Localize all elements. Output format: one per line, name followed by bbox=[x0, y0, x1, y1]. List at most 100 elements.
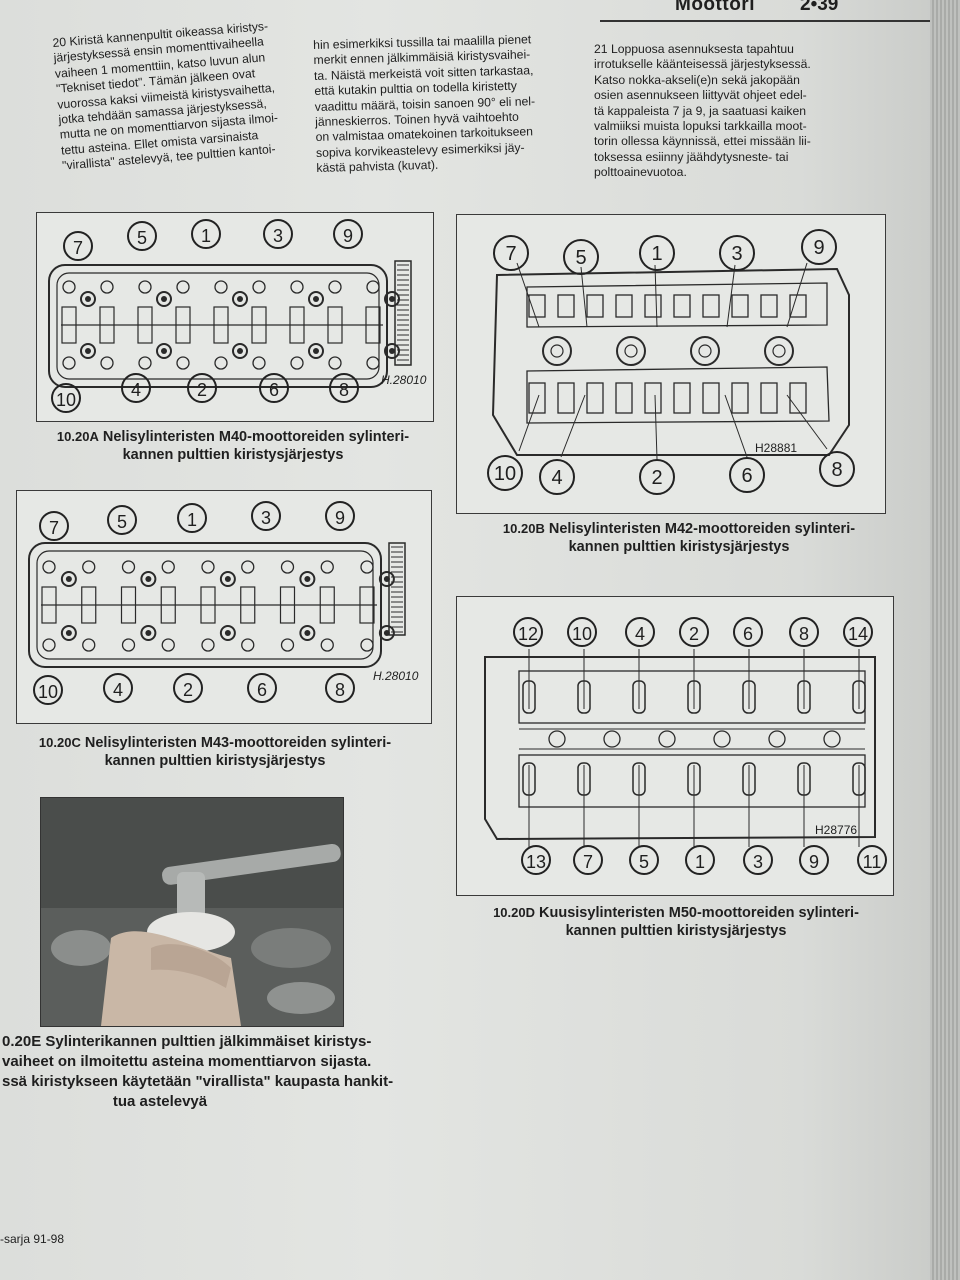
head-bolt bbox=[742, 680, 756, 714]
page-header: Moottori 2•39 bbox=[600, 0, 930, 22]
bolt-number: 2 bbox=[679, 617, 709, 647]
spark-plug-well bbox=[542, 336, 572, 366]
bolt-hole bbox=[252, 280, 266, 294]
cam-bearing bbox=[200, 586, 216, 624]
head-bolt bbox=[156, 291, 172, 307]
bolt-number: 8 bbox=[325, 673, 355, 703]
bolt-number: 9 bbox=[799, 845, 829, 875]
cam-lobe bbox=[673, 294, 691, 318]
cam-bearing bbox=[41, 586, 57, 624]
head-bolt-center bbox=[304, 630, 311, 636]
bolt-hole bbox=[201, 560, 215, 574]
cam-lobe bbox=[731, 382, 749, 414]
bolt-hole bbox=[214, 280, 228, 294]
head-bolt bbox=[687, 680, 701, 714]
bolt-hole bbox=[280, 638, 295, 652]
bolt-number: 7 bbox=[39, 511, 69, 541]
bolt-number: 5 bbox=[563, 239, 599, 275]
head-bolt bbox=[60, 571, 77, 587]
bolt-number: 12 bbox=[513, 617, 543, 647]
bolt-hole bbox=[121, 560, 136, 574]
bolt-number: 4 bbox=[103, 673, 133, 703]
text-line: torin ollessa käynnissä, ettei missään l… bbox=[594, 134, 811, 149]
head-bolt-center bbox=[313, 348, 319, 354]
cam-lobe bbox=[528, 294, 546, 318]
cam-bearing bbox=[240, 586, 256, 624]
bolt-number: 5 bbox=[127, 221, 157, 251]
page-footer: -sarja 91-98 bbox=[0, 1232, 65, 1246]
cam-lobe bbox=[760, 294, 778, 318]
cam-lobe bbox=[528, 382, 546, 414]
text-line: tä kappaleista 7 ja 9, ja saatuasi kaike… bbox=[594, 103, 807, 118]
bolt-hole bbox=[214, 356, 228, 370]
head-bolt bbox=[308, 343, 324, 359]
head-bolt bbox=[140, 625, 157, 641]
cam-bearing bbox=[251, 306, 267, 344]
bolt-number: 1 bbox=[685, 845, 715, 875]
bolt-number: 6 bbox=[729, 457, 765, 493]
cam-bearing bbox=[319, 586, 335, 624]
head-bolt bbox=[852, 762, 866, 796]
cam-lobe bbox=[702, 294, 720, 318]
bolt-number: 7 bbox=[63, 231, 93, 261]
drawing-reference: H.28010 bbox=[381, 373, 427, 387]
caption-line: kannen pulttien kiristysjärjestys bbox=[568, 539, 790, 555]
head-bolt-center bbox=[237, 348, 243, 354]
figure-10-20d: 12 10 4 2 6 8 14 13 7 5 1 3 9 11 H28776 bbox=[456, 596, 894, 896]
cam-lobe bbox=[789, 294, 807, 318]
caption-line: tua astelevyä bbox=[112, 1093, 208, 1110]
cam-bearing bbox=[359, 586, 375, 624]
head-bolt-center bbox=[161, 348, 167, 354]
bolt-number: 13 bbox=[521, 845, 551, 875]
cam-bearing bbox=[289, 306, 305, 344]
bolt-number: 8 bbox=[329, 373, 359, 403]
bolt-hole bbox=[176, 356, 190, 370]
cam-bearing bbox=[213, 306, 229, 344]
text-line: osien asennukseen liittyvät ohjeet edel- bbox=[594, 88, 807, 103]
cam-bearing bbox=[81, 586, 97, 624]
head-bolt bbox=[577, 680, 591, 714]
text-column-3: 21 Loppuosa asennuksesta tapahtuu irrotu… bbox=[594, 42, 811, 181]
spark-plug-well bbox=[658, 730, 676, 748]
figure-caption-b: 10.20B Nelisylinteristen M42-moottoreide… bbox=[470, 520, 888, 556]
head-bolt bbox=[687, 762, 701, 796]
caption-line: vaiheet on ilmoitettu asteina momenttiar… bbox=[2, 1053, 372, 1070]
bolt-number: 10 bbox=[567, 617, 597, 647]
figure-caption-a: 10.20A Nelisylinteristen M40-moottoreide… bbox=[34, 428, 432, 464]
bolt-hole bbox=[241, 638, 255, 652]
bolt-hole bbox=[320, 638, 334, 652]
head-bolt bbox=[232, 291, 248, 307]
bolt-hole bbox=[328, 356, 342, 370]
bolt-number: 8 bbox=[819, 451, 855, 487]
spark-plug-well bbox=[616, 336, 646, 366]
head-bolt bbox=[632, 680, 646, 714]
head-bolt bbox=[378, 625, 395, 641]
bolt-hole bbox=[161, 560, 175, 574]
head-bolt bbox=[522, 680, 536, 714]
caption-line: 0.20E Sylinterikannen pulttien jälkimmäi… bbox=[2, 1033, 372, 1050]
spark-plug-well bbox=[603, 730, 621, 748]
bolt-hole bbox=[42, 560, 56, 574]
caption-number: 10.20D bbox=[493, 905, 535, 920]
text-line: irrotukselle käänteisessä järjestyksessä… bbox=[594, 57, 811, 72]
bolt-number: 2 bbox=[173, 673, 203, 703]
text-line: polttoainevuotoa. bbox=[594, 165, 687, 180]
head-bolt-center bbox=[85, 296, 91, 302]
bolt-hole bbox=[328, 280, 342, 294]
bolt-number: 6 bbox=[733, 617, 763, 647]
head-bolt-center bbox=[85, 348, 91, 354]
text-line: Katso nokka-akseli(e)n sekä jakopään bbox=[594, 72, 800, 87]
cylinder-head-drawing bbox=[28, 542, 406, 668]
caption-line: Nelisylinteristen M43-moottoreiden sylin… bbox=[84, 735, 392, 751]
caption-number: 10.20B bbox=[502, 521, 545, 536]
photo-torque-angle-gauge bbox=[40, 797, 344, 1027]
section-title: Moottori bbox=[675, 0, 755, 15]
cam-lobe bbox=[615, 294, 633, 318]
bolt-hole bbox=[138, 356, 152, 370]
bolt-number: 7 bbox=[493, 235, 529, 271]
bolt-hole bbox=[161, 638, 175, 652]
text-line: valmiiksi muista lopuksi tarkkailla moot… bbox=[594, 118, 807, 133]
head-bolt bbox=[797, 762, 811, 796]
figure-10-20c: 7 5 1 3 9 10 4 2 6 8 H.28010 bbox=[16, 490, 432, 724]
